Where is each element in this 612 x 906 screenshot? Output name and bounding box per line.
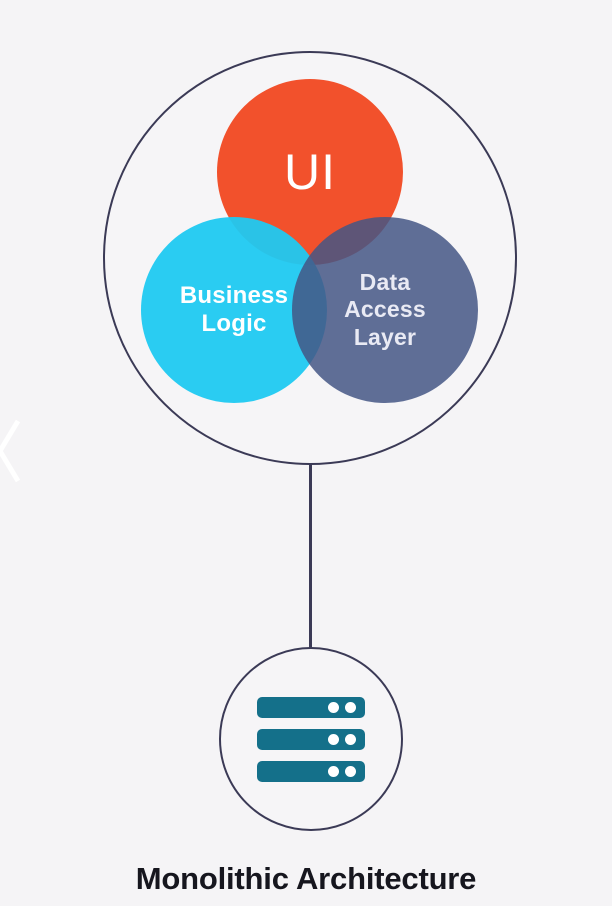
data-access-layer-circle: Data Access Layer [292, 217, 478, 403]
diagram-caption: Monolithic Architecture [135, 861, 477, 896]
data-access-layer-label: Data Access Layer [344, 269, 426, 350]
server-stack-icon [257, 696, 365, 782]
led-dot [345, 701, 356, 713]
led-dot [328, 733, 339, 745]
server-bar [257, 760, 365, 782]
led-dot [328, 701, 339, 713]
led-dot [345, 733, 356, 745]
led-dot [345, 765, 356, 777]
connector-line [309, 464, 312, 648]
business-logic-label: Business Logic [179, 281, 289, 337]
chevron-left-icon [0, 419, 21, 483]
ui-label: UI [284, 143, 336, 200]
server-node-circle [219, 647, 403, 831]
server-bar [257, 696, 365, 718]
server-bar [257, 728, 365, 750]
carousel-prev-button[interactable] [0, 418, 21, 484]
led-dot [328, 765, 339, 777]
